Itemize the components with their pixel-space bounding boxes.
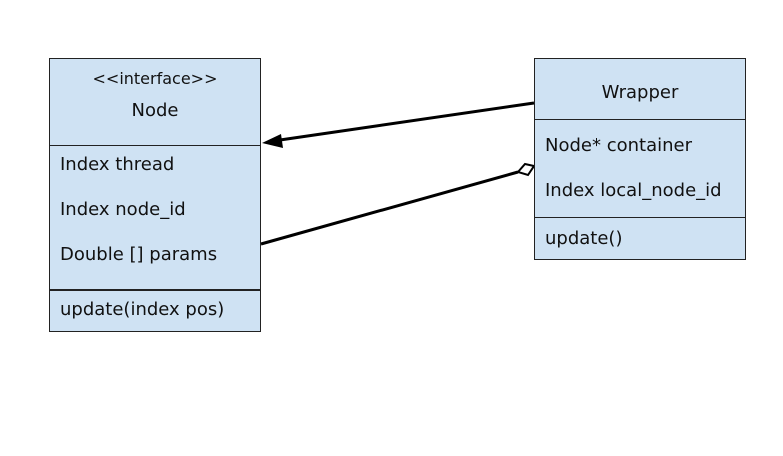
class-wrapper[interactable]: Wrapper Node* container Index local_node… (534, 58, 746, 260)
class-wrapper-divider-1 (535, 119, 745, 120)
aggregation-line (260, 170, 519, 246)
association-arrowhead (262, 134, 283, 148)
class-node-attribute: Index thread (60, 154, 175, 175)
class-node-stereotype: <<interface>> (92, 69, 218, 88)
class-node-attribute: Double [] params (60, 244, 218, 265)
class-wrapper-operation: update() (545, 228, 623, 249)
class-node-divider-1 (50, 145, 260, 146)
class-node-name: Node (131, 100, 179, 121)
class-wrapper-name: Wrapper (601, 82, 679, 103)
class-wrapper-attribute: Index local_node_id (545, 180, 722, 201)
association-line (279, 101, 535, 142)
class-node[interactable]: <<interface>> Node Index thread Index no… (49, 58, 261, 332)
class-wrapper-divider-2 (535, 217, 745, 218)
class-node-attribute: Index node_id (60, 199, 186, 220)
class-node-operation: update(index pos) (60, 299, 225, 320)
aggregation-diamond (516, 162, 536, 177)
class-wrapper-attribute: Node* container (545, 135, 692, 156)
class-node-divider-2 (50, 289, 260, 291)
